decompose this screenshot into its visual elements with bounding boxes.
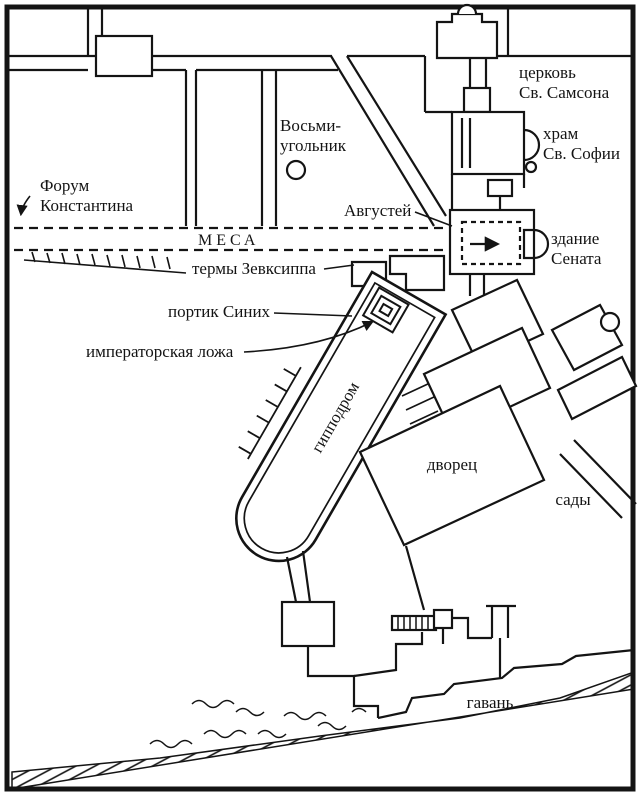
chalke-annex — [486, 178, 514, 198]
pier-tower — [432, 608, 454, 630]
mese-street — [14, 226, 450, 274]
street-lines — [7, 7, 634, 227]
senate-apse — [522, 228, 550, 260]
church-samson-label-line2: Св. Самсона — [519, 83, 610, 102]
hippodrome-inner-track — [243, 281, 436, 554]
corner-building — [94, 34, 154, 78]
hippodrome-outer-wall — [235, 270, 448, 563]
harbor-label: гавань — [467, 693, 514, 712]
garden-building-2 — [556, 355, 638, 421]
water-waves — [149, 699, 367, 749]
palace-terrace-steps — [401, 382, 443, 439]
hagia-sophia-round-tower — [524, 160, 538, 174]
hagia-sophia-label-line1: храм — [543, 124, 579, 143]
imperial-box-label: императорская ложа — [86, 342, 234, 361]
seating-comb — [238, 366, 302, 460]
shore-line — [377, 648, 635, 720]
stairs-pier-rungs — [397, 616, 429, 630]
senate-label-line2: Сената — [551, 249, 602, 268]
gardens-label: сады — [555, 490, 591, 509]
octagon-label-line2: угольник — [280, 136, 347, 155]
sphendone-passage — [285, 550, 312, 603]
samson-passage — [468, 58, 488, 88]
senate-label-line1: здание — [551, 229, 599, 248]
church-samson-label-line1: церковь — [519, 63, 576, 82]
forum-arrow — [16, 195, 31, 217]
shore-hatch-band — [11, 670, 635, 790]
pier-structures — [452, 604, 516, 678]
palace-wall-line — [404, 545, 426, 611]
churches — [435, 3, 541, 176]
forum-label-line2: Константина — [40, 196, 134, 215]
samson-apse — [456, 3, 478, 15]
great-palace — [358, 278, 552, 547]
harbor-building — [280, 600, 336, 648]
augustaion-label: Августей — [344, 201, 411, 220]
mese-arcade-marks — [23, 251, 187, 274]
street-grid — [7, 7, 634, 227]
baths-label: термы Зевксиппа — [192, 259, 316, 278]
imperial-box-arrow — [243, 320, 375, 353]
samson-annex — [462, 86, 492, 114]
augustaion-dashed-square — [460, 220, 522, 266]
portico-blues-label: портик Синих — [168, 302, 271, 321]
mese-label: МЕСА — [198, 232, 259, 249]
leader-lines — [273, 211, 453, 317]
forum-label-line1: Форум — [40, 176, 89, 195]
hagia-sophia-details — [460, 118, 541, 168]
hippodrome — [235, 270, 448, 563]
sea-wall-2 — [353, 628, 445, 678]
senate-complex — [448, 178, 550, 296]
senate-palace-street — [468, 274, 486, 296]
coast-and-harbor — [11, 545, 635, 790]
gardens-area — [550, 303, 638, 519]
samson-church-building — [435, 12, 499, 60]
palace-label: дворец — [427, 455, 477, 474]
hagia-sophia-building — [450, 110, 526, 176]
garden-round-tower — [599, 311, 621, 333]
palace-block-main — [358, 384, 546, 547]
kathisma-imperial-box — [361, 286, 410, 334]
hagia-sophia-label-line2: Св. Софии — [543, 144, 620, 163]
sea-wall-1 — [306, 646, 380, 718]
octagon-rotunda — [285, 159, 307, 181]
annotations — [16, 195, 453, 353]
octagon-label-line1: Восьми- — [280, 116, 341, 135]
garden-road — [559, 439, 637, 519]
